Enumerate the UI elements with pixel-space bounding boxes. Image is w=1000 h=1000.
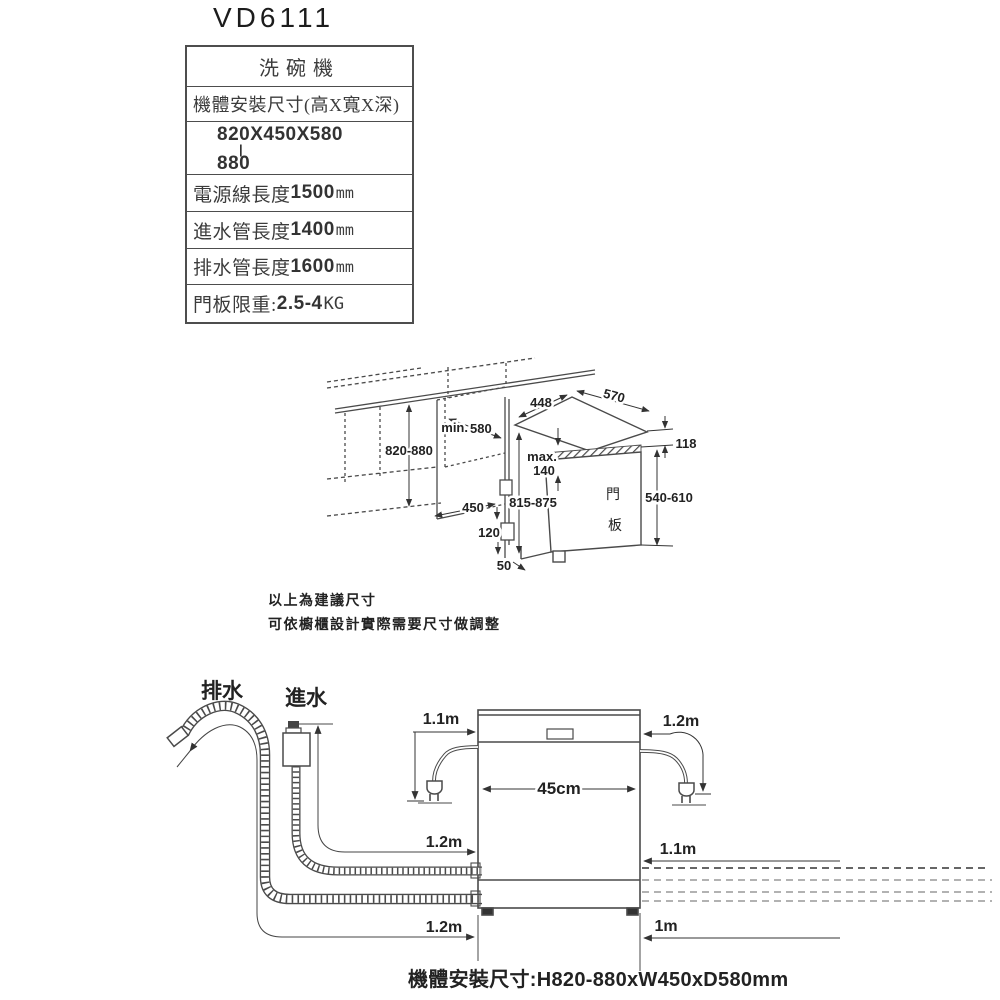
door-weight-label: 門板限重: [193, 295, 277, 316]
note-line-2: 可依櫥櫃設計實際需要尺寸做調整 [268, 616, 501, 632]
left-power-cord [407, 728, 479, 804]
dim-height-range: 820-880 [385, 443, 433, 458]
control-panel-display [546, 728, 574, 740]
countertop-cabinet [326, 357, 596, 558]
power-cord-label: 電源線長度 [193, 184, 291, 206]
drain-route-guide [189, 724, 475, 941]
drain-hose-value: 1600 [290, 255, 335, 277]
spec-row-dim-header: 機體安裝尺寸(高X寬X深) [187, 87, 412, 122]
spec-table: 洗碗機 機體安裝尺寸(高X寬X深) 820X450X580 | 880 電源線長… [185, 45, 414, 324]
wall-route-lines [642, 857, 992, 942]
dim-plinth-height: 120 [478, 525, 500, 540]
left-foot [481, 907, 494, 916]
dim-value-line1: 820X450X580 [217, 124, 343, 145]
dishwasher-foot [552, 550, 566, 563]
door-label-char1: 門 [606, 488, 620, 503]
dim-right-top: 1.2m [663, 713, 699, 730]
dim-max-prefix: max. [527, 449, 557, 464]
dim-header: 機體安裝尺寸(高X寬X深) [193, 95, 400, 115]
left-plug [426, 780, 443, 795]
dim-range-bar: | [239, 142, 243, 157]
power-cord-value: 1500 [290, 182, 335, 203]
inlet-hose-value: 1400 [290, 219, 335, 240]
drain-label: 排水 [201, 679, 244, 703]
door-weight-unit: KG [323, 293, 345, 314]
dim-left-top: 1.1m [423, 711, 459, 728]
dim-min-depth: 580 [470, 421, 492, 436]
dim-body-height: 815-875 [509, 495, 557, 510]
inlet-route-guide [314, 725, 476, 856]
dim-min-prefix: min. [441, 420, 468, 435]
dimension-lines [405, 389, 674, 571]
dim-value-line2: 880 [217, 153, 251, 174]
dim-top-width: 448 [530, 395, 552, 410]
dim-right-bottom: 1m [654, 918, 677, 935]
drain-hose-label: 排水管長度 [193, 258, 291, 279]
width-label: 45cm [537, 779, 580, 798]
dim-gap-top: 118 [676, 436, 697, 451]
drain-hose-unit: mm [335, 257, 354, 276]
note-line-1: 以上為建議尺寸 [268, 592, 377, 608]
inlet-hose-label: 進水管長度 [193, 221, 291, 243]
dishwasher-isometric [513, 396, 649, 563]
right-plug [678, 782, 695, 797]
spec-row-product: 洗碗機 [187, 47, 412, 87]
dim-opening-width: 450 [462, 500, 484, 515]
page-title: VD6111 [213, 2, 335, 33]
dim-max-value: 140 [533, 463, 555, 478]
dim-left-mid: 1.2m [426, 834, 462, 851]
dim-left-bottom: 1.2m [426, 919, 462, 936]
power-cord-unit: mm [335, 184, 354, 202]
route-guides [176, 724, 476, 941]
door-panel [544, 451, 642, 553]
diagram-notes: 以上為建議尺寸 可依櫥櫃設計實際需要尺寸做調整 [268, 588, 501, 636]
installation-diagram: 820-880 min. 580 448 570 118 max. 140 81… [326, 357, 699, 576]
bottom-caption: 機體安裝尺寸:H820-880xW450xD580mm [408, 969, 789, 991]
door-label-char2: 板 [608, 518, 622, 534]
product-name: 洗碗機 [259, 58, 340, 80]
hose-routing-diagram: 45cm [166, 679, 992, 971]
dim-door-height: 540-610 [645, 490, 693, 505]
inlet-cap [288, 721, 299, 728]
spec-row-dimensions: 820X450X580 | 880 [187, 122, 412, 175]
inlet-label: 進水 [285, 687, 328, 710]
inlet-hose-unit: mm [335, 221, 354, 239]
dim-right-mid: 1.1m [660, 841, 696, 858]
inlet-connector [282, 732, 311, 767]
right-foot [626, 907, 639, 916]
right-power-cord [639, 730, 711, 806]
dim-top-depth: 570 [602, 386, 627, 406]
dishwasher-front-view [477, 709, 641, 971]
door-weight-value: 2.5-4 [276, 292, 323, 314]
drain-elbow [166, 725, 190, 748]
dim-toe-depth: 50 [497, 558, 511, 573]
